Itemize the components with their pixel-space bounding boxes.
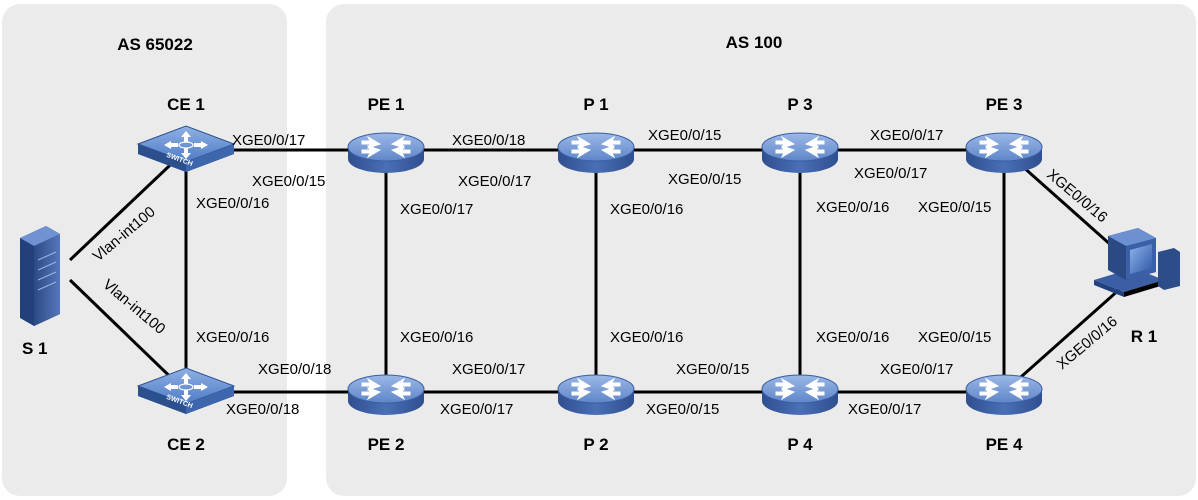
- node-label-s1: S 1: [22, 339, 48, 358]
- router-p2[interactable]: [557, 374, 635, 416]
- port-label: XGE0/0/17: [880, 361, 953, 378]
- node-label-ce1: CE 1: [167, 95, 205, 114]
- region-title-as-100: AS 100: [726, 33, 783, 52]
- port-label: XGE0/0/16: [196, 329, 269, 346]
- router-pe3[interactable]: [965, 132, 1043, 174]
- port-label: XGE0/0/16: [400, 329, 473, 346]
- port-label: XGE0/0/18: [226, 401, 299, 418]
- port-label: XGE0/0/17: [452, 361, 525, 378]
- switch-ce1[interactable]: SWITCH: [137, 125, 235, 173]
- port-label: XGE0/0/17: [848, 401, 921, 418]
- port-label: XGE0/0/16: [816, 199, 889, 216]
- node-label-p2: P 2: [583, 435, 608, 454]
- router-icon: [347, 374, 425, 416]
- port-label: XGE0/0/18: [452, 132, 525, 149]
- router-pe1[interactable]: [347, 132, 425, 174]
- port-label: XGE0/0/18: [258, 361, 331, 378]
- router-icon: [965, 374, 1043, 416]
- router-pe2[interactable]: [347, 374, 425, 416]
- port-label: XGE0/0/17: [458, 173, 531, 190]
- port-label: XGE0/0/17: [440, 401, 513, 418]
- port-label: XGE0/0/16: [196, 195, 269, 212]
- node-label-p1: P 1: [583, 95, 608, 114]
- node-label-ce2: CE 2: [167, 435, 205, 454]
- node-label-pe2: PE 2: [368, 435, 405, 454]
- pc-r1[interactable]: [1094, 228, 1180, 297]
- switch-ce2[interactable]: SWITCH: [137, 367, 235, 415]
- port-label: XGE0/0/15: [648, 127, 721, 144]
- router-pe4[interactable]: [965, 374, 1043, 416]
- port-label: XGE0/0/17: [854, 165, 927, 182]
- router-icon: [557, 132, 635, 174]
- pc-icon: [1094, 228, 1180, 297]
- port-label: XGE0/0/15: [918, 329, 991, 346]
- port-label: XGE0/0/15: [252, 173, 325, 190]
- server-s1[interactable]: [20, 226, 60, 326]
- router-p4[interactable]: [761, 374, 839, 416]
- port-label: XGE0/0/16: [610, 201, 683, 218]
- router-p1[interactable]: [557, 132, 635, 174]
- port-label: XGE0/0/15: [646, 401, 719, 418]
- port-label: XGE0/0/15: [668, 171, 741, 188]
- node-label-pe1: PE 1: [368, 95, 405, 114]
- router-icon: [347, 132, 425, 174]
- port-label: XGE0/0/17: [400, 201, 473, 218]
- port-label: XGE0/0/15: [918, 199, 991, 216]
- server-icon: [20, 226, 60, 326]
- router-icon: [761, 132, 839, 174]
- router-icon: [965, 132, 1043, 174]
- node-label-pe4: PE 4: [986, 435, 1023, 454]
- node-label-p3: P 3: [787, 95, 812, 114]
- node-label-p4: P 4: [787, 435, 813, 454]
- node-label-r1: R 1: [1131, 327, 1157, 346]
- region-as-65022: [2, 4, 287, 496]
- region-title-as-65022: AS 65022: [117, 35, 193, 54]
- port-label: XGE0/0/16: [816, 329, 889, 346]
- router-icon: [761, 374, 839, 416]
- port-label: XGE0/0/17: [870, 127, 943, 144]
- port-label: XGE0/0/16: [610, 329, 683, 346]
- region-as-100: [326, 4, 1196, 496]
- router-icon: [557, 374, 635, 416]
- link-s1-ce2: [68, 278, 188, 394]
- node-label-pe3: PE 3: [986, 95, 1023, 114]
- port-label: XGE0/0/15: [676, 361, 749, 378]
- port-label: XGE0/0/17: [232, 132, 305, 149]
- link-pe4-r1: [1003, 278, 1131, 394]
- link-s1-ce1: [68, 148, 188, 262]
- router-p3[interactable]: [761, 132, 839, 174]
